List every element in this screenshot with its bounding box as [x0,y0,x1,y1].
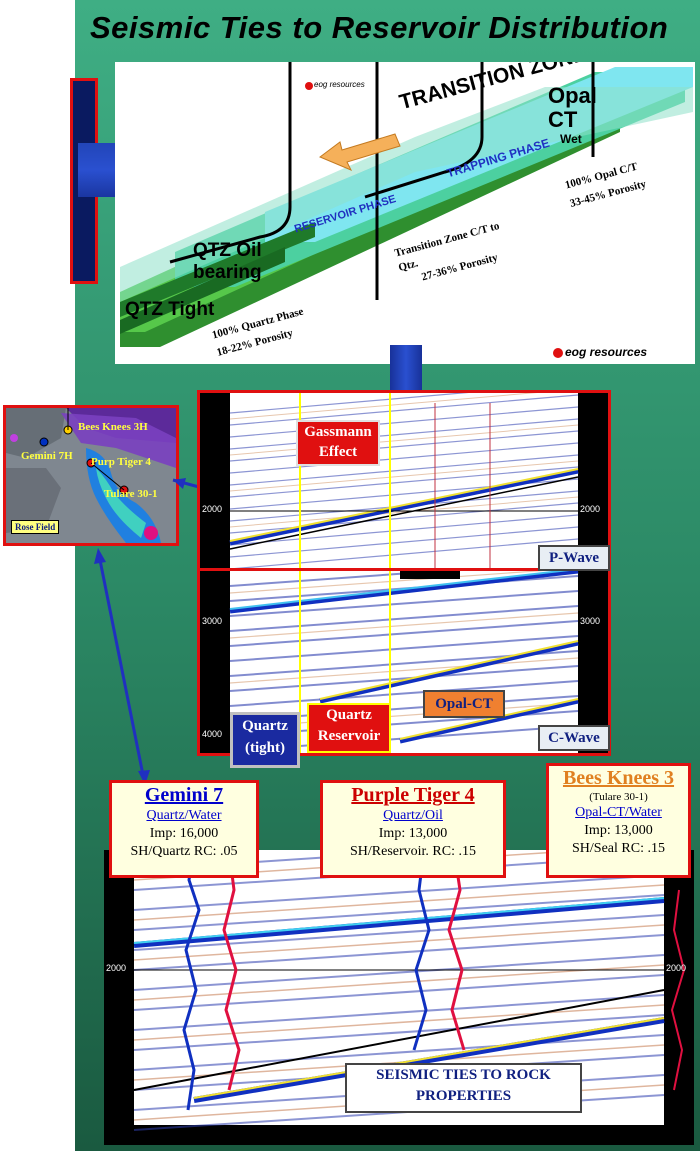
seismic-panel-cwave: 3000 3000 4000 4000 [197,568,611,756]
opal-line1: Opal [548,83,597,108]
bottom-tick-2000-left: 2000 [106,963,127,973]
quartz-tight-line2: (tight) [245,740,285,756]
well-name-bees-knees: Bees Knees 3 [562,767,675,789]
well-imp-bees-knees: Imp: 13,000 [584,823,653,838]
well-name-gemini: Gemini 7 [144,784,224,806]
well-imp-purple-tiger: Imp: 13,000 [378,826,448,841]
logo-top: eog resources [314,80,365,89]
map-bees-knees: Bees Knees 3H [78,421,148,433]
well-fluid-gemini: Quartz/Water [146,808,222,823]
well-box-bees-knees: Bees Knees 3 (Tulare 30-1) Opal-CT/Water… [546,763,691,878]
quartz-res-line1: Quartz [326,707,372,723]
map-gemini: Gemini 7H [21,450,73,462]
page-title: Seismic Ties to Reservoir Distribution [90,10,669,45]
cwave-seismic-graphic [200,571,608,753]
opal-line2: CT [548,107,578,132]
seismic-ties-caption: SEISMIC TIES TO ROCK PROPERTIES [345,1063,582,1113]
qtz-oil-line2: bearing [193,262,262,283]
map-rose-field: Rose Field [11,520,60,534]
well-box-purple-tiger: Purple Tiger 4 Quartz/Oil Imp: 13,000 SH… [320,780,506,878]
caption-line2: PROPERTIES [415,1088,512,1104]
cwave-tick-3000-left: 3000 [202,616,223,626]
seismic-panel-pwave: 2000 2000 [197,390,611,572]
well-imp-gemini: Imp: 16,000 [149,826,219,841]
well-fluid-bees-knees: Opal-CT/Water [575,805,662,820]
phase-slab-graphic [120,62,693,358]
well-box-gemini: Gemini 7 Quartz/Water Imp: 16,000 SH/Qua… [109,780,259,878]
pwave-label: P-Wave [538,545,610,571]
well-name-purple-tiger: Purple Tiger 4 [351,784,475,806]
well-rc-gemini: SH/Quartz RC: .05 [130,844,238,859]
reservoir-phase-diagram: eog resources eog resources TRANSITION Z… [115,62,695,364]
quartz-res-line2: Reservoir [317,728,381,744]
qtz-tight-label: QTZ Tight [125,299,215,320]
pwave-tick-2000-left: 2000 [202,504,223,514]
qtz-oil-label: QTZ Oil bearing [193,240,262,284]
cwave-tick-4000-left: 4000 [202,729,223,739]
map-purp-tiger: Purp Tiger 4 [91,456,151,468]
map-tulare: Tulare 30-1 [104,488,158,500]
well-sub-bees-knees: (Tulare 30-1) [589,791,648,803]
pwave-seismic-graphic [200,393,608,569]
quartz-tight-line1: Quartz [242,718,288,734]
gassmann-line1: Gassmann [304,424,372,440]
seismic-ties-panel: 2000 2000 [104,850,694,1145]
quartz-tight-label: Quartz (tight) [230,712,300,768]
location-map: Bees Knees 3H Gemini 7H Purp Tiger 4 Tul… [3,405,179,546]
pwave-tick-2000-right: 2000 [580,504,601,514]
cwave-tick-3000-right: 3000 [580,616,601,626]
opal-ct-mid-label: Opal-CT [423,690,505,718]
cwave-label: C-Wave [538,725,610,751]
well-rc-purple-tiger: SH/Reservoir. RC: .15 [349,844,476,859]
bottom-tick-2000-right: 2000 [666,963,687,973]
well-rc-bees-knees: SH/Seal RC: .15 [572,841,665,856]
well-fluid-purple-tiger: Quartz/Oil [383,808,443,823]
opal-ct-label: Opal CT [548,84,597,132]
caption-line1: SEISMIC TIES TO ROCK [376,1067,551,1083]
logo-bottom: eog resources [565,345,648,359]
gassmann-effect-label: Gassmann Effect [296,420,380,466]
wet-label: Wet [560,132,582,146]
qtz-oil-line1: QTZ Oil [193,240,262,261]
gassmann-line2: Effect [318,444,358,460]
quartz-reservoir-label: Quartz Reservoir [307,703,391,753]
